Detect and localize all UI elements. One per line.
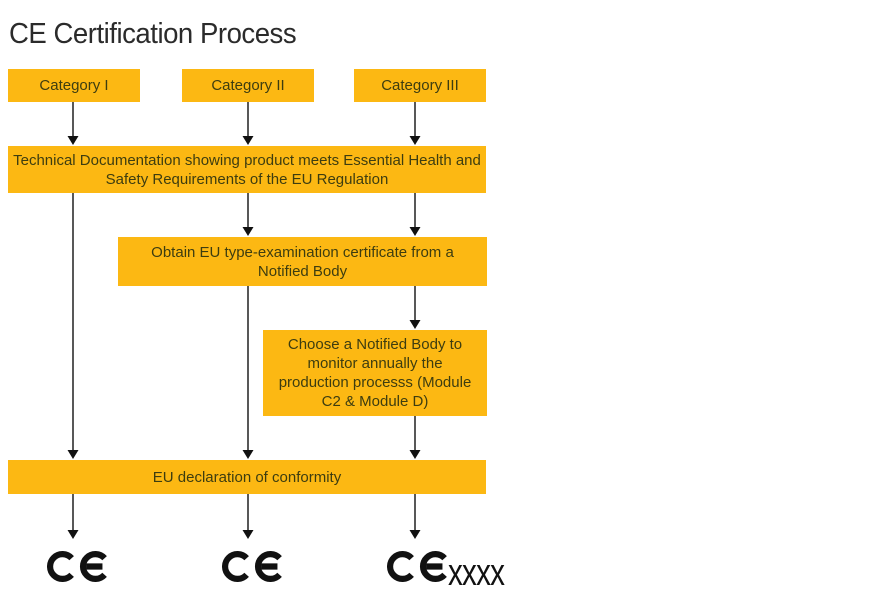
flow-box-annual-monitoring: Choose a Notified Body to monitor annual… bbox=[263, 330, 487, 416]
arrow-obtain-to-declaration-col2 bbox=[242, 286, 254, 459]
arrow-tech-to-declaration-col1 bbox=[67, 193, 79, 459]
arrow-obtain-to-choose-col3 bbox=[409, 286, 421, 329]
ce-mark-category-1 bbox=[47, 551, 108, 582]
flow-box-category-2: Category II bbox=[182, 69, 314, 102]
page-title: CE Certification Process bbox=[9, 18, 297, 50]
flow-box-label: Obtain EU type-examination certificate f… bbox=[151, 243, 454, 280]
arrow-cat1-to-tech bbox=[67, 102, 79, 145]
arrow-choose-to-declaration-col3 bbox=[409, 416, 421, 459]
ce-mark-suffix: xxxx bbox=[448, 552, 505, 594]
flow-box-label: EU declaration of conformity bbox=[152, 468, 342, 486]
ce-mark-category-2 bbox=[222, 551, 283, 582]
flow-box-label: Technical Documentation showing product … bbox=[13, 151, 481, 188]
ce-mark-icon bbox=[47, 551, 107, 582]
arrow-cat3-to-tech bbox=[409, 102, 421, 145]
ce-mark-icon bbox=[387, 551, 447, 582]
flow-box-label: Category II bbox=[211, 77, 285, 94]
flow-box-label: Category I bbox=[39, 77, 109, 94]
arrow-declaration-to-ce-col2 bbox=[242, 494, 254, 539]
flow-box-technical-documentation: Technical Documentation showing product … bbox=[8, 146, 486, 193]
flow-box-eu-declaration: EU declaration of conformity bbox=[8, 460, 486, 494]
arrow-cat2-to-tech bbox=[242, 102, 254, 145]
flow-box-label: Category III bbox=[381, 77, 459, 94]
arrow-tech-to-obtain-col2 bbox=[242, 193, 254, 236]
arrow-tech-to-obtain-col3 bbox=[409, 193, 421, 236]
arrow-declaration-to-ce-col1 bbox=[67, 494, 79, 539]
flow-box-category-1: Category I bbox=[8, 69, 140, 102]
arrow-declaration-to-ce-col3 bbox=[409, 494, 421, 539]
flow-box-category-3: Category III bbox=[354, 69, 486, 102]
ce-mark-category-3: xxxx bbox=[387, 551, 520, 592]
flow-box-label: Choose a Notified Body to monitor annual… bbox=[278, 336, 472, 410]
ce-mark-icon bbox=[222, 551, 282, 582]
flow-box-type-examination: Obtain EU type-examination certificate f… bbox=[118, 237, 487, 286]
